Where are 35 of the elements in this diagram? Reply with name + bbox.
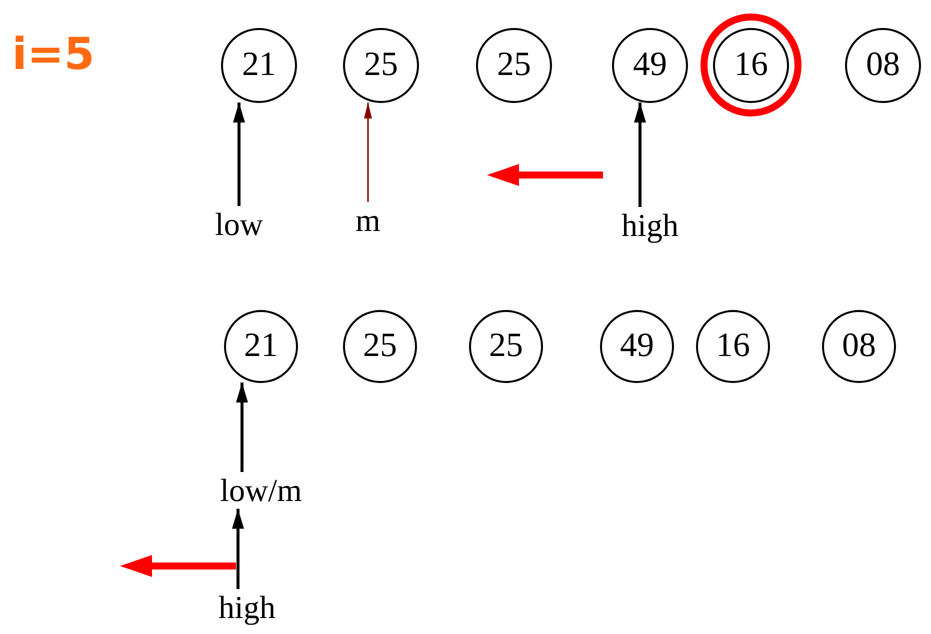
array-circle	[845, 28, 921, 102]
array-value: 49	[620, 327, 654, 365]
array-value: 25	[364, 46, 398, 84]
pointer-arrow	[232, 508, 244, 589]
step-title: i=5	[12, 31, 95, 80]
array-value: 49	[633, 46, 667, 84]
pointer-label: low	[215, 206, 263, 243]
array-circle	[221, 28, 297, 102]
array-value: 16	[734, 46, 768, 84]
array-circle	[612, 28, 688, 102]
pointer-arrow	[364, 102, 372, 202]
array-circle	[224, 310, 298, 382]
pointer-arrow	[233, 102, 245, 206]
array-circle	[600, 310, 674, 382]
array-circle	[822, 310, 896, 382]
array-value: 21	[242, 46, 276, 84]
array-value: 25	[489, 327, 523, 365]
array-value: 08	[866, 46, 900, 84]
pointer-label: m	[356, 202, 380, 239]
array-value: 16	[716, 327, 750, 365]
array-value: 21	[244, 327, 278, 365]
array-value: 25	[497, 46, 531, 84]
pointer-arrow	[236, 382, 248, 472]
array-circle	[696, 310, 770, 382]
array-circle	[469, 310, 543, 382]
array-circle	[713, 28, 789, 102]
pointer-label: high	[218, 589, 276, 626]
pointer-label: high	[622, 207, 678, 244]
pointer-label: low/m	[220, 472, 302, 509]
array-value: 25	[363, 327, 397, 365]
array-circle	[476, 28, 552, 102]
pointer-arrow	[634, 102, 646, 207]
array-value: 08	[842, 327, 876, 365]
array-circle	[343, 310, 417, 382]
array-circle	[343, 28, 419, 102]
